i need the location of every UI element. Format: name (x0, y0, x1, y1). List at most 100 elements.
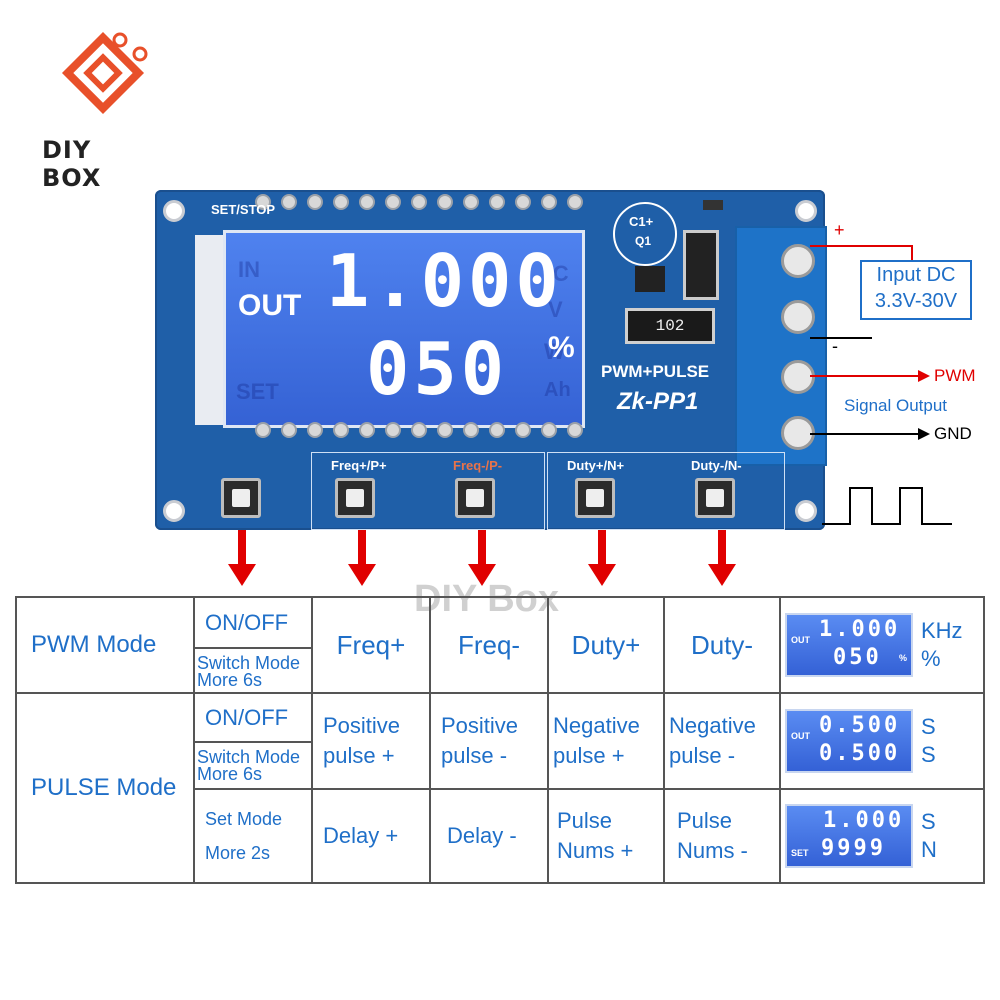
board-function-label: PWM+PULSE (601, 362, 710, 381)
pwm-units: KHz % (921, 617, 963, 673)
pin (437, 194, 453, 210)
unit-s: S (921, 714, 936, 739)
wiring-lines (810, 245, 952, 525)
mount-hole (163, 200, 185, 222)
pwm-board: SET/STOP IN SET °C V W Ah OUT 1.000 050 … (155, 190, 827, 530)
pin (463, 422, 479, 438)
mount-hole (163, 500, 185, 522)
mini-lcd-mark: % (899, 653, 908, 663)
arrow-down-icon (588, 564, 616, 586)
pin (333, 422, 349, 438)
pin (515, 422, 531, 438)
pin (359, 422, 375, 438)
capacitor-c1: C1+ Q1 (613, 202, 677, 266)
set-mode-label: Set Mode (205, 809, 283, 829)
arrow-shaft (718, 530, 726, 564)
resistor-label: 102 (655, 317, 685, 335)
lcd-ghost-in: IN (238, 257, 260, 282)
duty-button-group (547, 452, 785, 530)
freq-minus-button[interactable] (455, 478, 495, 518)
freq-plus-button[interactable] (335, 478, 375, 518)
terminal-screw-2 (781, 300, 815, 334)
square-wave-icon (822, 487, 952, 525)
input-dc-line2: 3.3V-30V (874, 290, 958, 312)
pulse-display-cell-1: OUT 0.500 0.500 S S (779, 692, 985, 790)
mini-lcd-label: OUT (791, 731, 810, 741)
freq-button-group (311, 452, 545, 530)
button-cap (466, 489, 484, 507)
set-stop-button[interactable] (221, 478, 261, 518)
pwm-freq-minus: Freq- (429, 596, 549, 694)
pin (359, 194, 375, 210)
lcd-out-label: OUT (238, 289, 302, 322)
pwm-duty-minus: Duty- (663, 596, 781, 694)
arrow-down-icon (708, 564, 736, 586)
arrow-shaft (358, 530, 366, 564)
pulse-delay-minus: Delay - (429, 788, 549, 884)
table-row-pulse-1: PULSE Mode ON/OFF Switch Mode More 6s Po… (15, 692, 985, 884)
pulse-set-mode-cell: Set Mode More 2s (193, 788, 313, 884)
pulse-units-1: S S (921, 713, 936, 769)
pwm-label: PWM (934, 366, 976, 385)
lcd-line-1: 1.000 (326, 239, 563, 323)
set-mode-time: More 2s (205, 843, 271, 863)
pulse-switch-mode: Switch Mode More 6s (197, 747, 301, 784)
pin (281, 422, 297, 438)
pulse-on-off: ON/OFF (195, 695, 311, 743)
mini-lcd-line1: 0.500 (819, 713, 901, 738)
mode-cell-pulse: PULSE Mode (15, 692, 195, 884)
pwm-switch-mode: Switch Mode More 6s (197, 653, 301, 690)
mini-lcd-line2: 0.500 (819, 741, 901, 766)
unit-khz: KHz (921, 618, 963, 643)
brand-name: DIY BOX (42, 136, 102, 192)
diode (683, 230, 719, 300)
chip-small (703, 200, 723, 210)
pulse-neg-minus: Negative pulse - (663, 692, 781, 790)
pin (463, 194, 479, 210)
unit-percent: % (921, 646, 941, 671)
button-cap (346, 489, 364, 507)
mini-lcd-line2: 9999 (821, 836, 886, 861)
lcd-ghost-ah: Ah (544, 379, 571, 401)
pulse-delay-plus: Delay + (311, 788, 431, 884)
pin (385, 194, 401, 210)
pin (437, 422, 453, 438)
pin (411, 194, 427, 210)
arrow-duty-plus (588, 530, 616, 586)
mount-hole (795, 200, 817, 222)
mini-lcd-line2: 050 (833, 645, 882, 670)
arrow-set-stop (228, 530, 256, 586)
pin (307, 422, 323, 438)
pwm-set-cell: ON/OFF Switch Mode More 6s (193, 596, 313, 694)
mount-hole (795, 500, 817, 522)
lcd-ghost-set: SET (236, 379, 279, 404)
pulse-nums-minus: Pulse Nums - (663, 788, 781, 884)
wire-plus-sign: + (834, 220, 845, 240)
gnd-label: GND (934, 424, 972, 443)
pin (489, 422, 505, 438)
lcd-ghost-c: °C (544, 261, 569, 286)
label-duty-plus: Duty+/N+ (567, 458, 625, 473)
arrow-duty-minus (708, 530, 736, 586)
input-dc-line1: Input DC (876, 264, 956, 286)
pin (567, 422, 583, 438)
logo-icon (61, 31, 148, 115)
plus-wire (810, 245, 913, 260)
mode-cell-pwm: PWM Mode (15, 596, 195, 694)
pin (411, 422, 427, 438)
pin (281, 194, 297, 210)
label-freq-minus: Freq-/P- (453, 458, 503, 473)
arrow-down-icon (468, 564, 496, 586)
pin (541, 422, 557, 438)
pulse-units-2: S N (921, 808, 937, 864)
signal-output-label: Signal Output (844, 396, 948, 415)
pwm-duty-plus: Duty+ (547, 596, 665, 694)
duty-minus-button[interactable] (695, 478, 735, 518)
table-row-pulse-2: Set Mode More 2s Delay + Delay - Pulse N… (16, 788, 985, 884)
input-dc-box: Input DC 3.3V-30V (860, 260, 972, 320)
lcd-side-ribbon (195, 235, 225, 425)
arrow-freq-plus (348, 530, 376, 586)
arrow-down-icon (228, 564, 256, 586)
duty-plus-button[interactable] (575, 478, 615, 518)
lcd-display: IN SET °C V W Ah OUT 1.000 050 % (223, 230, 585, 428)
